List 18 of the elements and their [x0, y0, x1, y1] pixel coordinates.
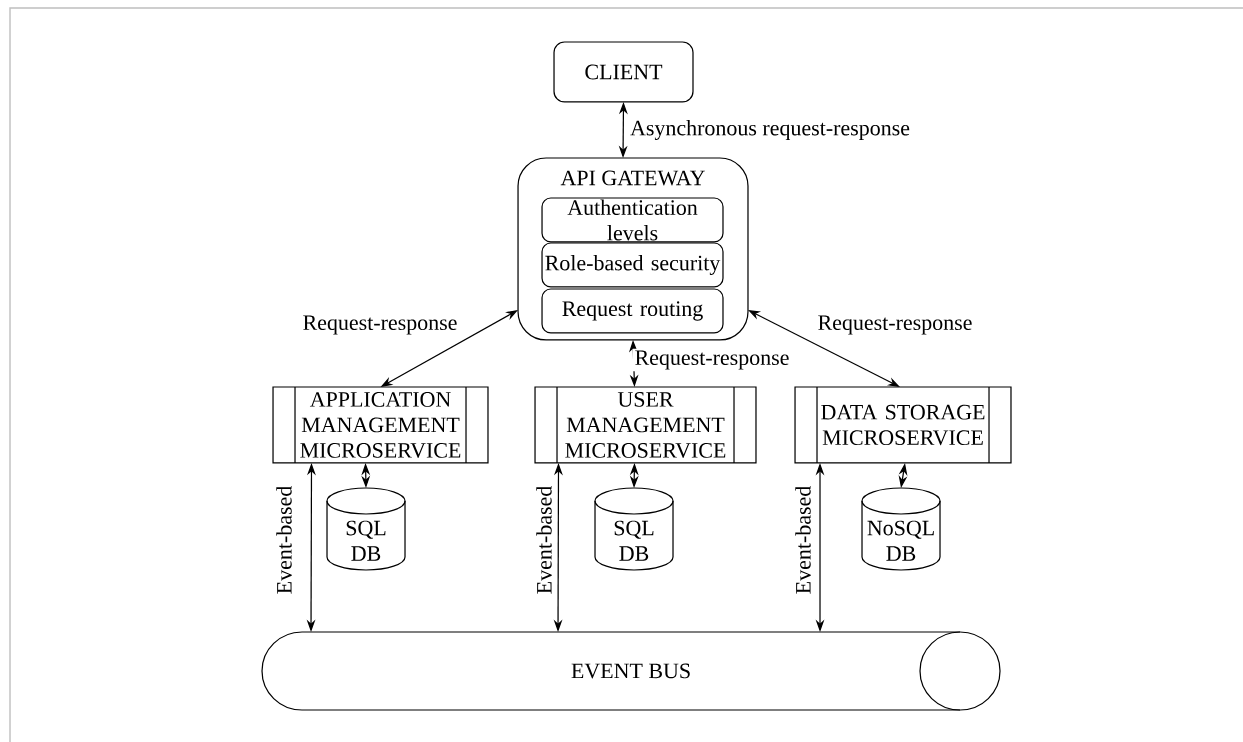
rounded-box: CLIENT: [553, 41, 694, 103]
edge-label: Event-based: [793, 483, 813, 596]
edge-label: Request-response: [815, 313, 975, 337]
edge-label: Asynchronous request-response: [628, 118, 912, 142]
database-cylinder: SQL DB: [594, 487, 674, 571]
edge-label: Event-based: [534, 483, 554, 596]
event-bus-cylinder: EVENT BUS: [261, 631, 1001, 711]
microservice-box: DATA STORAGE MICROSERVICE: [794, 386, 1012, 464]
microservice-box: APPLICATION MANAGEMENT MICROSERVICE: [272, 386, 489, 464]
microservice-box: USER MANAGEMENT MICROSERVICE: [534, 386, 757, 464]
database-cylinder: NoSQL DB: [861, 487, 941, 571]
edge-label: Request-response: [300, 313, 460, 337]
edge-label: Event-based: [274, 483, 294, 596]
edge-label: Request-response: [632, 348, 792, 372]
inner-box: Request routing: [541, 288, 724, 334]
database-cylinder: SQL DB: [326, 487, 406, 571]
inner-box: Authentication levels: [541, 197, 724, 243]
inner-box: Role-based security: [541, 242, 724, 288]
